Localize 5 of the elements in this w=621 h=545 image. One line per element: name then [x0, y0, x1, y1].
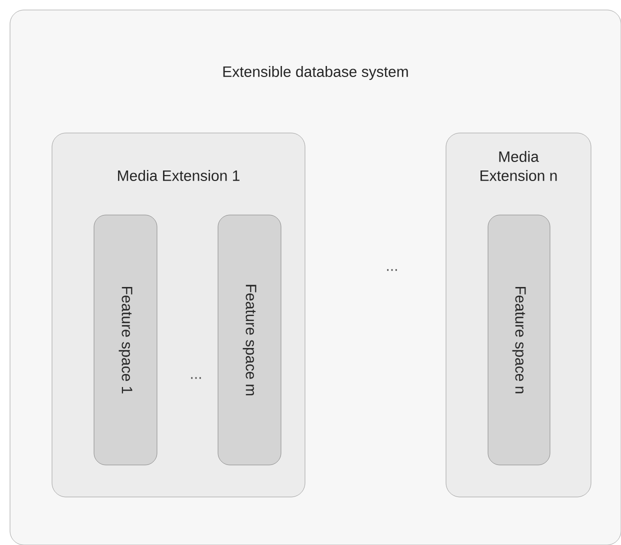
feature-box: Feature space n: [488, 214, 550, 466]
feature-box: Feature space m: [218, 214, 282, 466]
ellipsis: ...: [387, 269, 397, 271]
feature-box: Feature space 1: [94, 214, 158, 466]
ellipsis: ...: [191, 377, 201, 379]
